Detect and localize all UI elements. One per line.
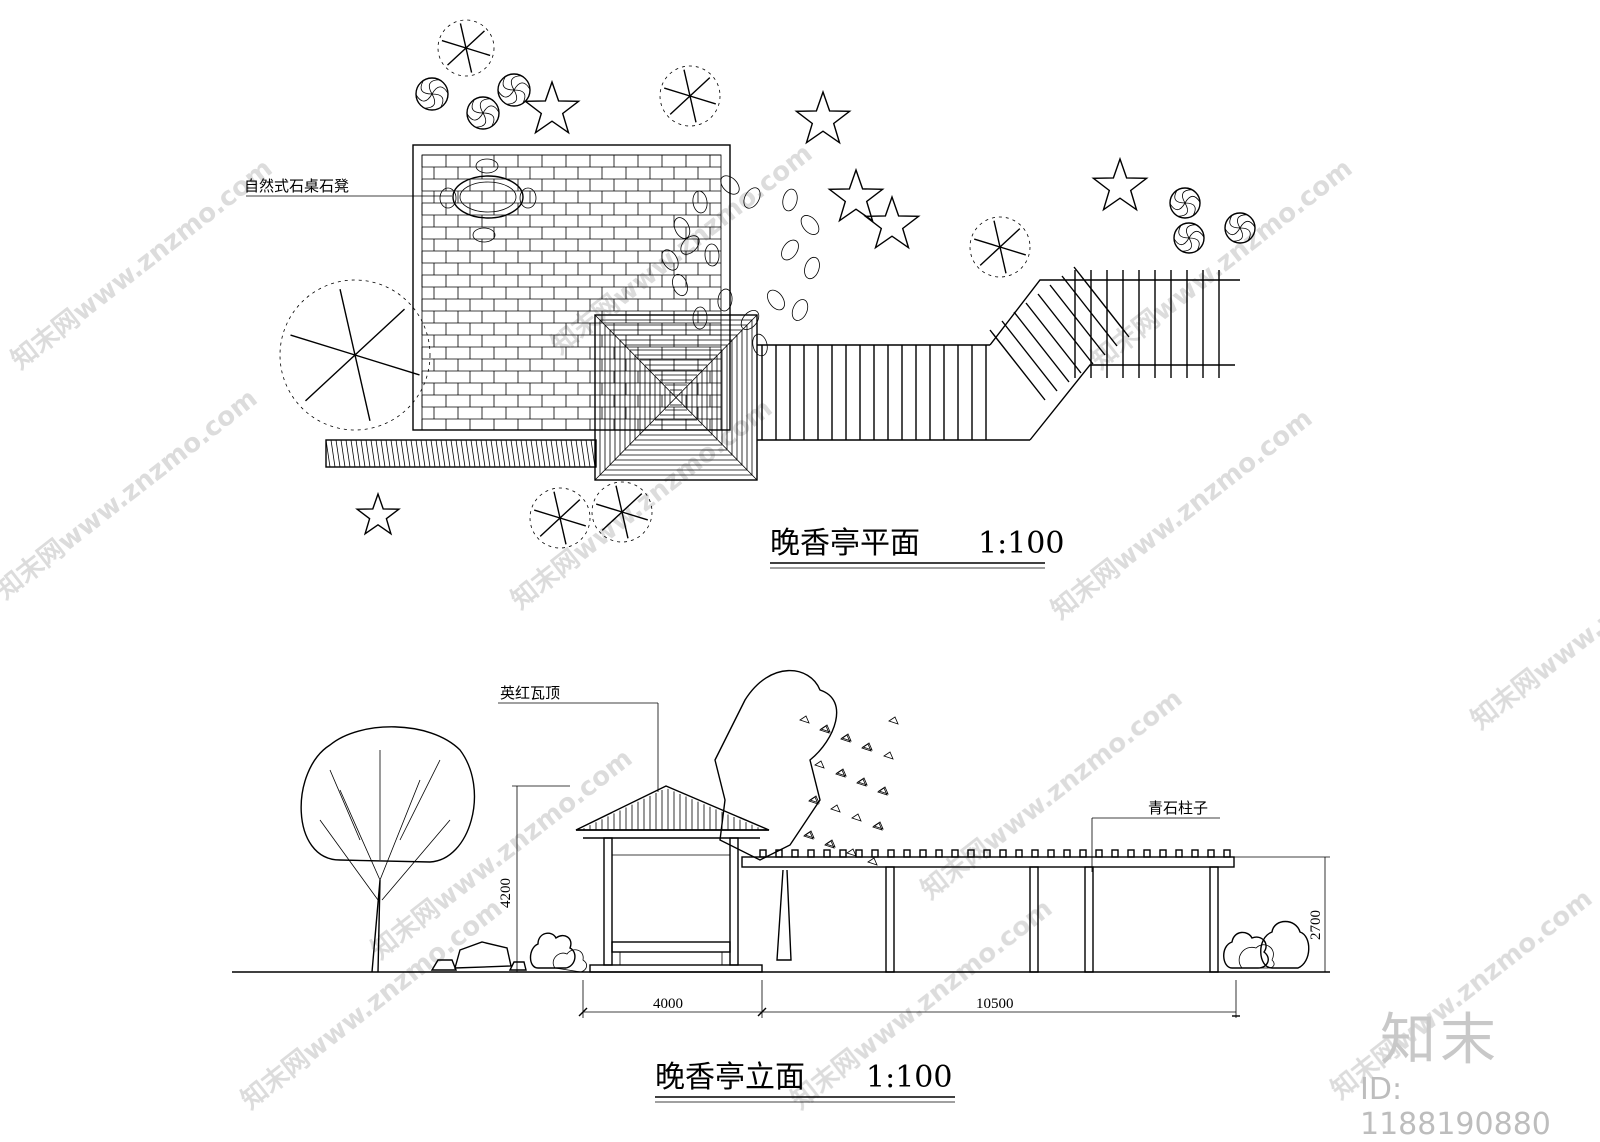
shrub-symbol [1224, 212, 1256, 244]
hatched-strip [325, 439, 597, 468]
watermark-text: 知末网www.znzmo.com [366, 743, 638, 965]
watermark-text: 知末网www.znzmo.com [916, 683, 1188, 905]
pergola-plan [757, 266, 1240, 441]
dimension-widths: 4000 10500 [578, 980, 1240, 1018]
watermark-text: 知末网www.znzmo.com [236, 893, 508, 1115]
palm-symbol [1091, 156, 1149, 212]
shrub-symbol [466, 96, 500, 130]
elevation-tree-back [714, 669, 899, 961]
plan-scale: 1:100 [978, 526, 1064, 561]
watermark-text: 知末网www.znzmo.com [1086, 153, 1358, 375]
pergola-elevation [741, 849, 1235, 973]
watermark-text: 知末网www.znzmo.com [6, 153, 278, 375]
dim-2700: 2700 [1308, 910, 1324, 940]
shrub-symbol [1169, 187, 1201, 219]
elevation-view: 英红瓦顶 青石柱子 4200 2700 4000 10500 [232, 669, 1330, 1103]
tree-symbol [969, 216, 1031, 278]
elevation-rocks [430, 941, 527, 971]
tree-symbol [529, 487, 591, 549]
brand-watermark: 知末 [1380, 1008, 1500, 1073]
elevation-tree-left [300, 726, 476, 973]
plan-trees [279, 19, 1256, 549]
watermark-text: 知末网www.znzmo.com [1046, 403, 1318, 625]
tree-symbol [437, 19, 495, 77]
label-roof: 英红瓦顶 [500, 684, 560, 702]
tree-symbol [279, 279, 431, 431]
dimension-height-pavilion: 4200 [498, 785, 570, 972]
palm-symbol [794, 89, 852, 145]
palm-symbol [355, 491, 401, 536]
shrub-symbol [497, 73, 531, 107]
dim-4200: 4200 [498, 878, 514, 908]
tree-symbol [591, 481, 653, 543]
palm-symbol [827, 167, 885, 223]
dimension-height-pergola: 2700 [1234, 856, 1330, 972]
elevation-title: 晚香亭立面 [655, 1060, 805, 1095]
dim-4000: 4000 [653, 996, 683, 1012]
stone-table [439, 158, 537, 243]
elevation-shrubs [529, 920, 1310, 973]
watermark-text: 知末网www.znzmo.com [1466, 513, 1600, 735]
palm-symbol [863, 194, 921, 250]
brand-id: ID: 1188190880 [1360, 1072, 1551, 1142]
watermark-layer: 知末网www.znzmo.com 知末网www.znzmo.com 知末网www… [0, 138, 1600, 1115]
plan-title: 晚香亭平面 [770, 526, 920, 561]
plan-view: 自然式石桌石凳 [244, 19, 1256, 569]
dim-10500: 10500 [976, 996, 1014, 1012]
pavilion-roof-plan [594, 314, 758, 481]
watermark-text: 知末网www.znzmo.com [546, 138, 818, 360]
palm-symbol [523, 79, 581, 135]
pavilion-elevation [575, 785, 770, 973]
shrub-symbol [415, 77, 449, 111]
paved-square [412, 144, 731, 431]
label-stone-table: 自然式石桌石凳 [244, 177, 349, 195]
watermark-text: 知末网www.znzmo.com [0, 383, 263, 605]
shrub-symbol [1173, 222, 1205, 254]
label-column: 青石柱子 [1148, 799, 1208, 817]
tree-symbol [659, 65, 721, 127]
elevation-scale: 1:100 [866, 1060, 952, 1095]
